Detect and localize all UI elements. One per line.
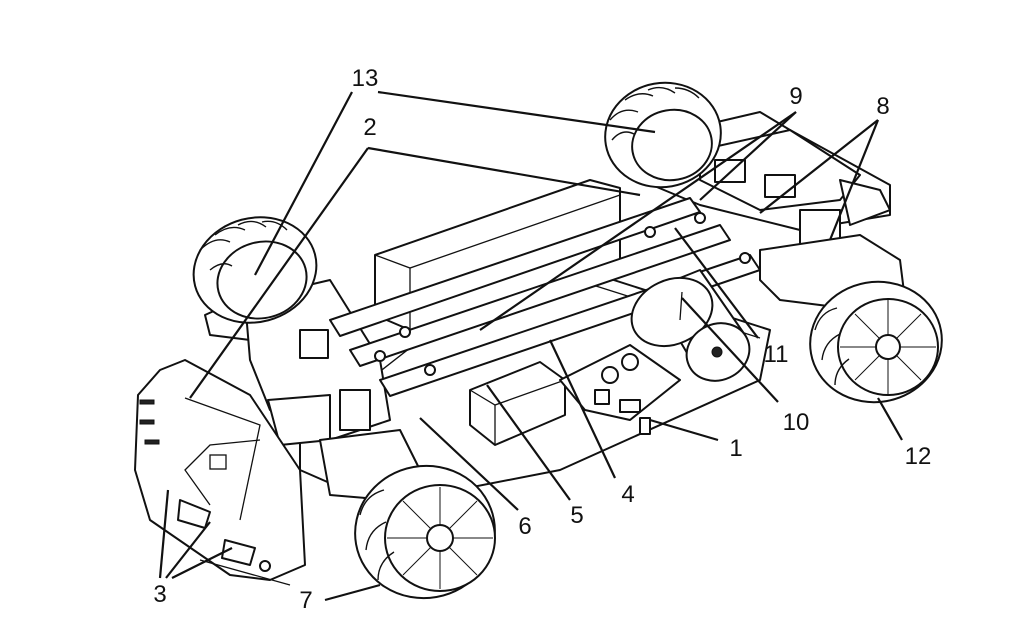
- callout-2: 2: [363, 114, 376, 141]
- callout-4: 4: [621, 481, 634, 508]
- rear-left-wheel: [604, 81, 722, 189]
- callout-1: 1: [729, 435, 742, 462]
- callout-9: 9: [789, 83, 802, 110]
- callout-3: 3: [153, 581, 166, 608]
- sensor-board: [134, 359, 306, 586]
- callout-13: 13: [352, 65, 379, 92]
- rear-right-wheel: [809, 280, 943, 404]
- front-right-wheel: [354, 464, 496, 600]
- controller-box: [469, 361, 566, 446]
- leader-lines: [158, 90, 903, 602]
- front-left-wheel: [192, 216, 318, 324]
- callout-6: 6: [518, 513, 531, 540]
- drive-motor: [630, 269, 751, 382]
- callout-5: 5: [570, 502, 583, 529]
- callout-7: 7: [299, 587, 312, 614]
- callout-12: 12: [905, 443, 932, 470]
- callout-11: 11: [764, 341, 789, 368]
- callout-10: 10: [783, 409, 810, 436]
- callout-labels: 13 2 3 7 6 5 4 1 10 11 12 9 8: [153, 65, 931, 614]
- circuit-board-components: [559, 344, 681, 435]
- callout-8: 8: [876, 93, 889, 120]
